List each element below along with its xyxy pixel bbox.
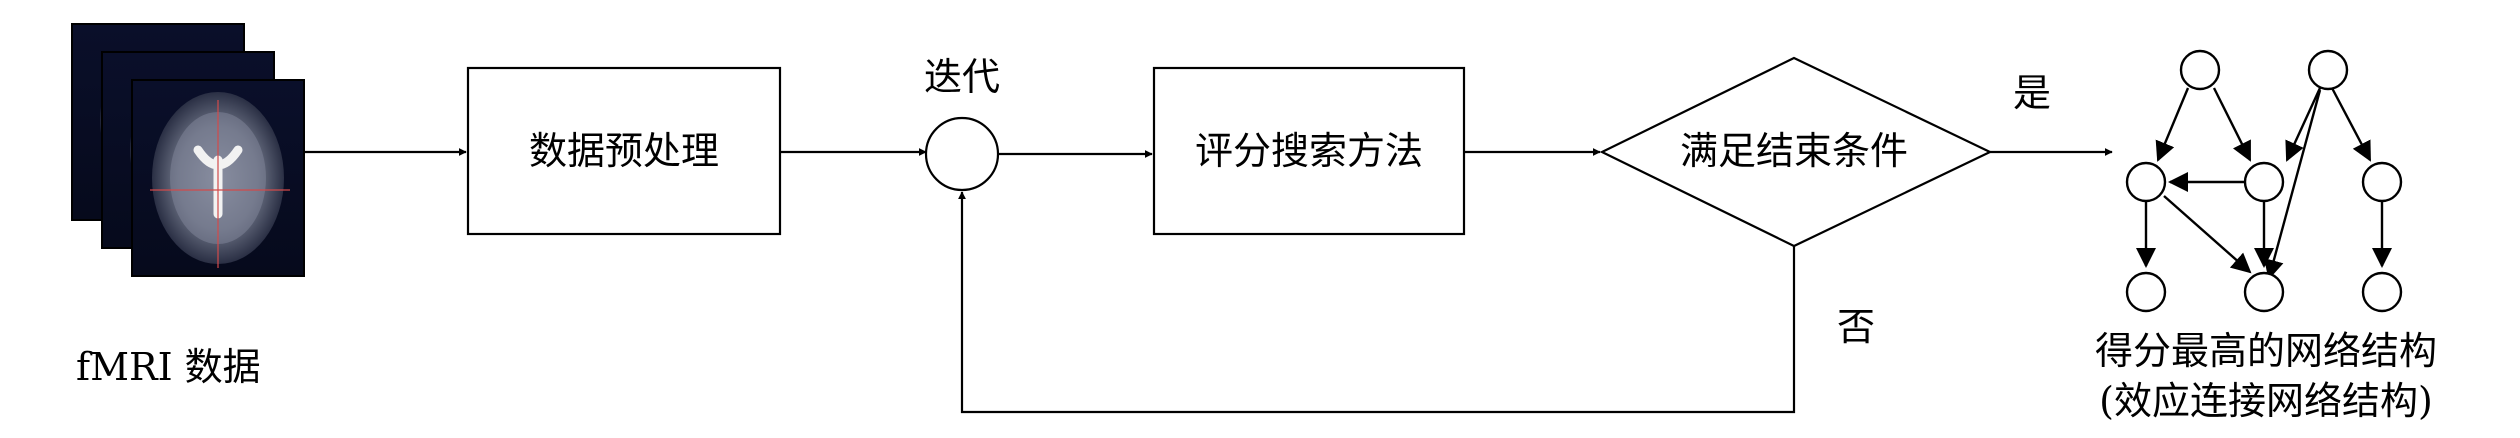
graph-node [2243, 161, 2285, 203]
fmri-data-label: fMRI 数据 [76, 345, 261, 389]
iterate-node [924, 116, 1000, 192]
graph-node [2125, 271, 2167, 313]
fmri-slice-front [131, 79, 305, 277]
graph-edge [2155, 87, 2190, 162]
arrow-condition-no-loop [958, 191, 1796, 414]
graph-edge [2212, 87, 2252, 162]
preprocess-label: 数据预处理 [529, 129, 719, 173]
output-label-line2: (效应连接网络结构) [2099, 379, 2433, 423]
output-label-line1: 得分最高的网络结构 [2095, 329, 2437, 373]
graph-node [2179, 49, 2221, 91]
fmri-image-stack [71, 23, 305, 277]
graph-edge [2285, 87, 2322, 162]
output-network-graph [2125, 49, 2403, 313]
iterate-label: 迭代 [924, 55, 1000, 99]
search-box: 评分搜索方法 [1152, 66, 1466, 236]
graph-edge [2264, 89, 2322, 280]
preprocess-box: 数据预处理 [466, 66, 782, 236]
no-label: 否 [1837, 305, 1875, 349]
graph-node [2125, 161, 2167, 203]
graph-edge [2163, 195, 2252, 274]
graph-node [2361, 271, 2403, 313]
condition-diamond: 满足结束条件 [1599, 56, 1993, 248]
graph-node [2307, 49, 2349, 91]
yes-label: 是 [2013, 71, 2051, 115]
condition-label: 满足结束条件 [1680, 129, 1908, 173]
graph-node [2243, 271, 2285, 313]
graph-edge [2330, 87, 2372, 162]
graph-node [2361, 161, 2403, 203]
search-label: 评分搜索方法 [1195, 129, 1423, 173]
